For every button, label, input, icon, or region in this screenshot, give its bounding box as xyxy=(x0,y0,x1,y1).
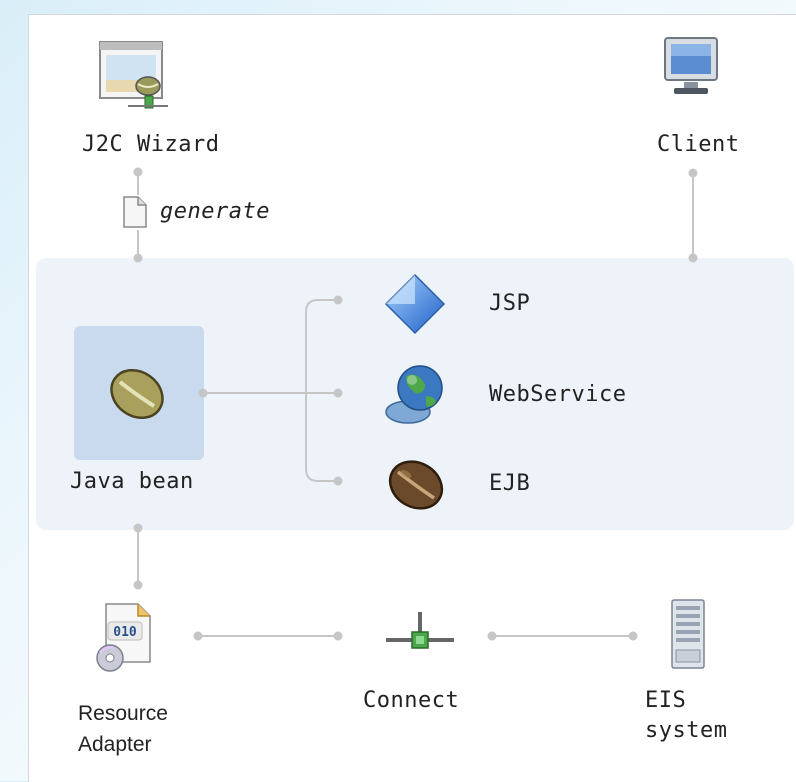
generate-label: generate xyxy=(160,199,270,224)
connect-label: Connect xyxy=(363,688,460,713)
wizard-icon[interactable] xyxy=(98,40,170,112)
ejb-label: EJB xyxy=(489,471,531,496)
server-icon[interactable] xyxy=(666,598,710,672)
wire-dot xyxy=(198,388,208,398)
wire-dot xyxy=(628,631,638,641)
wire-dot xyxy=(487,631,497,641)
wire-dot xyxy=(688,253,698,263)
wizard-label: J2C Wizard xyxy=(82,132,220,157)
client-label: Client xyxy=(657,132,740,157)
wire-dot xyxy=(688,168,698,178)
eis-label-line1: EIS xyxy=(645,688,687,713)
wire-dot xyxy=(333,388,343,398)
wire-dot xyxy=(333,476,343,486)
wire-dot xyxy=(193,631,203,641)
adapter-label-line2: Adapter xyxy=(78,733,152,756)
wire-dot xyxy=(333,295,343,305)
wire-bracket xyxy=(305,299,338,482)
wire-dot xyxy=(333,631,343,641)
adapter-label-line1: Resource xyxy=(78,702,168,725)
webservice-label: WebService xyxy=(489,382,627,407)
binary-file-icon[interactable]: 010 xyxy=(92,602,158,672)
jsp-label: JSP xyxy=(489,291,531,316)
document-icon xyxy=(123,196,147,228)
svg-text:010: 010 xyxy=(113,625,137,640)
diamond-icon[interactable] xyxy=(384,273,446,335)
javabean-label: Java bean xyxy=(70,469,194,494)
wire-dot xyxy=(133,580,143,590)
wire-dot xyxy=(133,253,143,263)
bean-icon[interactable] xyxy=(106,364,168,424)
connector-icon[interactable] xyxy=(382,610,458,662)
wire-dot xyxy=(133,523,143,533)
eis-label-line2: system xyxy=(645,718,728,743)
wire-dot xyxy=(133,167,143,177)
coffee-bean-icon[interactable] xyxy=(384,452,448,516)
globe-icon[interactable] xyxy=(382,362,448,428)
monitor-icon[interactable] xyxy=(662,36,722,98)
